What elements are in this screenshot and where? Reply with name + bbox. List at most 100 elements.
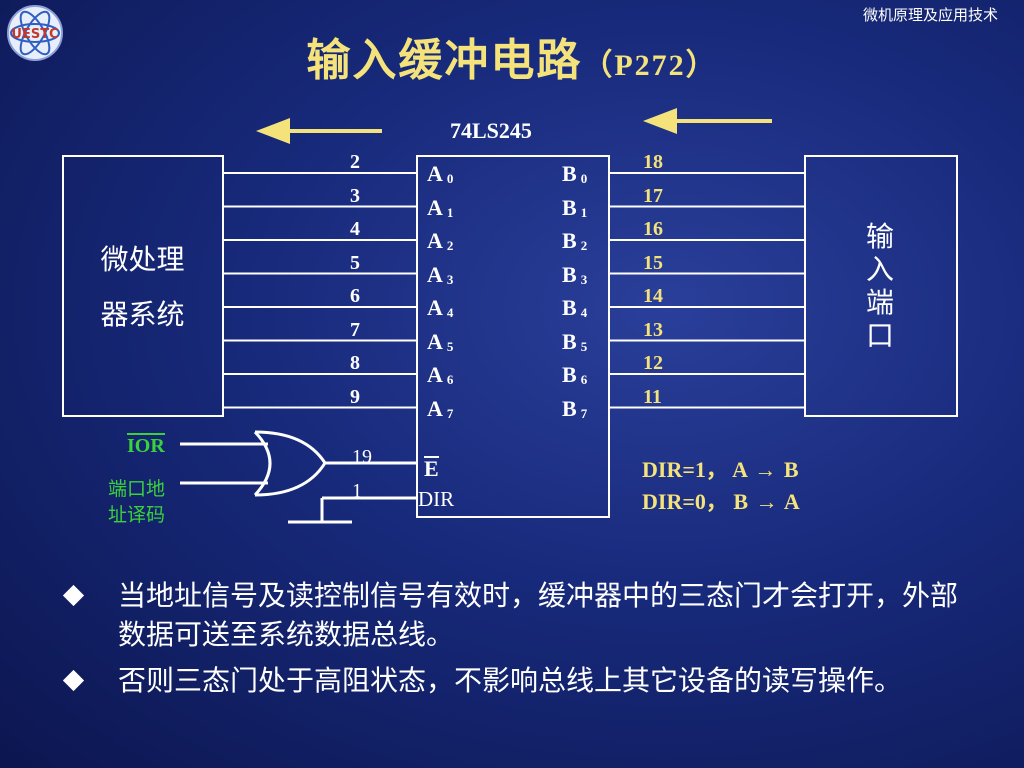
signal-letter: B	[562, 362, 577, 387]
left-pin-number: 8	[350, 352, 360, 374]
signal-index: 6	[580, 372, 588, 387]
signal-letter: A	[427, 261, 443, 287]
bullet-item: 否则三态门处于高阻状态，不影响总线上其它设备的读写操作。	[60, 661, 980, 700]
right-arrow-icon: →	[755, 489, 778, 514]
signal-letter: A	[427, 395, 443, 421]
signal-index: 1	[580, 204, 588, 220]
logo-lettering: UESTC	[11, 27, 58, 42]
bullet-text: 当地址信号及读控制信号有效时，缓冲器中的三态门才会打开，外部数据可送至系统数据总…	[118, 579, 959, 651]
decoder-line: 址译码	[108, 504, 166, 526]
signal-index: 0	[580, 171, 588, 186]
right-pin-number: 18	[643, 151, 663, 173]
chip-label: 74LS245	[450, 118, 532, 143]
right-pin-number: 15	[643, 251, 663, 274]
signal-index: 2	[580, 238, 588, 253]
decoder-line: 端口地	[108, 478, 166, 500]
signal-letter: B	[562, 328, 577, 354]
right-pin-number: 12	[643, 352, 663, 374]
pin-19-label: 19	[352, 446, 372, 468]
signal-index: 5	[580, 338, 588, 354]
dir-note-text: DIR=1， A	[642, 457, 747, 482]
signal-index: 0	[446, 171, 454, 186]
dir-note-target: B	[783, 457, 799, 482]
signal-index: 7	[446, 405, 454, 421]
dir-note-target: A	[783, 489, 800, 514]
signal-letter: A	[427, 295, 443, 320]
signal-index: 1	[446, 204, 454, 220]
buffer-chip	[416, 155, 610, 518]
left-pin-number: 4	[350, 218, 360, 240]
signal-letter: A	[427, 161, 443, 186]
dir-signal-label: DIR	[418, 487, 455, 511]
university-logo: UESTC	[7, 5, 63, 61]
pin-1-label: 1	[352, 480, 362, 502]
signal-index: 2	[446, 238, 454, 253]
bullet-item: 当地址信号及读控制信号有效时，缓冲器中的三态门才会打开，外部数据可送至系统数据总…	[60, 576, 980, 654]
dir-note-2: DIR=0， B → A	[642, 484, 800, 516]
right-arrow	[643, 108, 772, 134]
or-gate	[180, 430, 418, 524]
data-bus-lines	[224, 172, 804, 409]
right-pin-number: 16	[643, 218, 663, 240]
ior-signal-label: IOR	[127, 433, 165, 457]
page-title: 输入缓冲电路（P272）	[0, 24, 1024, 88]
right-pin-number: 14	[643, 285, 663, 307]
input-port-label: 输 入 端 口	[805, 220, 955, 352]
diamond-bullet-icon	[62, 584, 85, 607]
course-name: 微机原理及应用技术	[862, 6, 998, 24]
left-arrow	[256, 118, 382, 144]
cpu-system-label: 微处理 器系统	[70, 232, 215, 342]
dir-note-text: DIR=0， B	[642, 489, 749, 514]
left-pin-number: 6	[350, 285, 360, 307]
bullet-text: 否则三态门处于高阻状态，不影响总线上其它设备的读写操作。	[118, 664, 903, 697]
signal-index: 3	[580, 271, 588, 287]
signal-letter: B	[562, 261, 577, 287]
right-arrow-icon: →	[754, 457, 777, 482]
title-main: 输入缓冲电路	[306, 35, 583, 86]
title-reference: （P272）	[582, 49, 718, 82]
signal-letter: A	[427, 194, 443, 220]
signal-letter: A	[427, 362, 443, 387]
bullet-list: 当地址信号及读控制信号有效时，缓冲器中的三态门才会打开，外部数据可送至系统数据总…	[60, 576, 980, 707]
signal-index: 4	[446, 305, 454, 320]
signal-letter: B	[562, 228, 577, 253]
cpu-label-line: 器系统	[100, 298, 185, 331]
left-pin-number: 2	[350, 151, 360, 173]
signal-index: 5	[446, 338, 454, 354]
port-label-char: 输	[865, 220, 894, 253]
cpu-system-block	[62, 155, 224, 417]
signal-letter: B	[562, 295, 577, 320]
right-pin-number: 13	[643, 318, 663, 341]
dir-note-1: DIR=1， A → B	[642, 452, 799, 484]
cpu-label-line: 微处理	[100, 243, 185, 276]
enable-signal-label: E	[424, 456, 439, 481]
diamond-bullet-icon	[62, 669, 85, 692]
signal-letter: A	[427, 328, 443, 354]
right-pin-number: 11	[643, 385, 662, 408]
left-pin-number: 9	[350, 385, 360, 408]
left-pin-number: 7	[350, 318, 360, 341]
port-address-decoder-label: 端口地 址译码	[108, 476, 165, 528]
signal-letter: A	[427, 228, 443, 253]
left-pin-number: 3	[350, 184, 360, 207]
port-label-char: 入	[865, 253, 894, 286]
port-label-char: 端	[865, 286, 894, 319]
left-pin-number: 5	[350, 251, 360, 274]
port-label-char: 口	[865, 319, 894, 352]
